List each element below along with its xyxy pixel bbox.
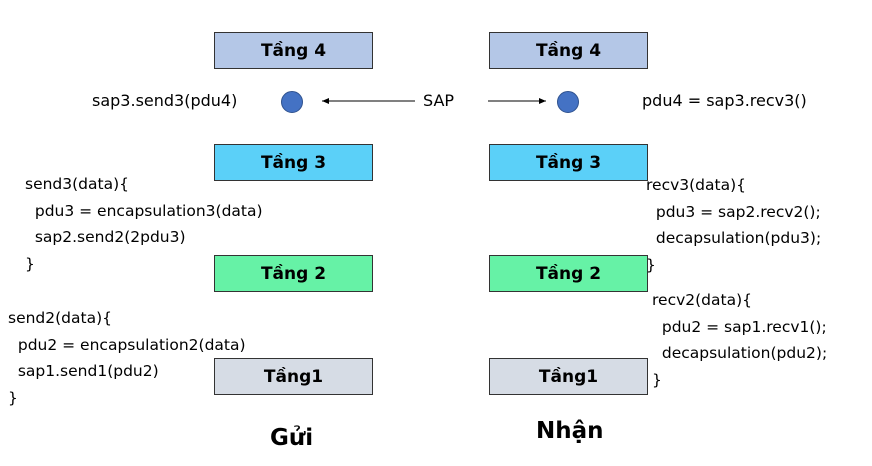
sender-layer-1-label: Tầng1 (263, 366, 324, 387)
receiver-caption: Nhận (536, 418, 604, 444)
receiver-layer-4-label: Tầng 4 (535, 40, 602, 61)
sender-layer-3: Tầng 3 (214, 144, 373, 181)
sender-layer-2-label: Tầng 2 (260, 263, 327, 284)
sender-layer-2: Tầng 2 (214, 255, 373, 292)
receiver-recv2-code: recv2(data){ pdu2 = sap1.recv1(); decaps… (652, 291, 828, 389)
receiver-layer-1-label: Tầng1 (538, 366, 599, 387)
receiver-sap-point (557, 91, 579, 113)
sender-send2-code: send2(data){ pdu2 = encapsulation2(data)… (8, 309, 246, 407)
sender-send3-code: send3(data){ pdu3 = encapsulation3(data)… (25, 175, 263, 273)
receiver-layer-4: Tầng 4 (489, 32, 648, 69)
receiver-layer-3: Tầng 3 (489, 144, 648, 181)
receiver-layer-2-label: Tầng 2 (535, 263, 602, 284)
sender-layer-1: Tầng1 (214, 358, 373, 395)
receiver-layer-3-label: Tầng 3 (535, 152, 602, 173)
sender-caption: Gửi (270, 425, 314, 451)
sender-layer-3-label: Tầng 3 (260, 152, 327, 173)
receiver-layer-2: Tầng 2 (489, 255, 648, 292)
sender-sap-point (281, 91, 303, 113)
receiver-sap-call: pdu4 = sap3.recv3() (642, 91, 807, 110)
sap-label: SAP (423, 91, 455, 110)
sender-layer-4-label: Tầng 4 (260, 40, 327, 61)
receiver-recv3-code: recv3(data){ pdu3 = sap2.recv2(); decaps… (646, 176, 822, 274)
sender-layer-4: Tầng 4 (214, 32, 373, 69)
receiver-layer-1: Tầng1 (489, 358, 648, 395)
sender-sap-call: sap3.send3(pdu4) (92, 91, 238, 110)
